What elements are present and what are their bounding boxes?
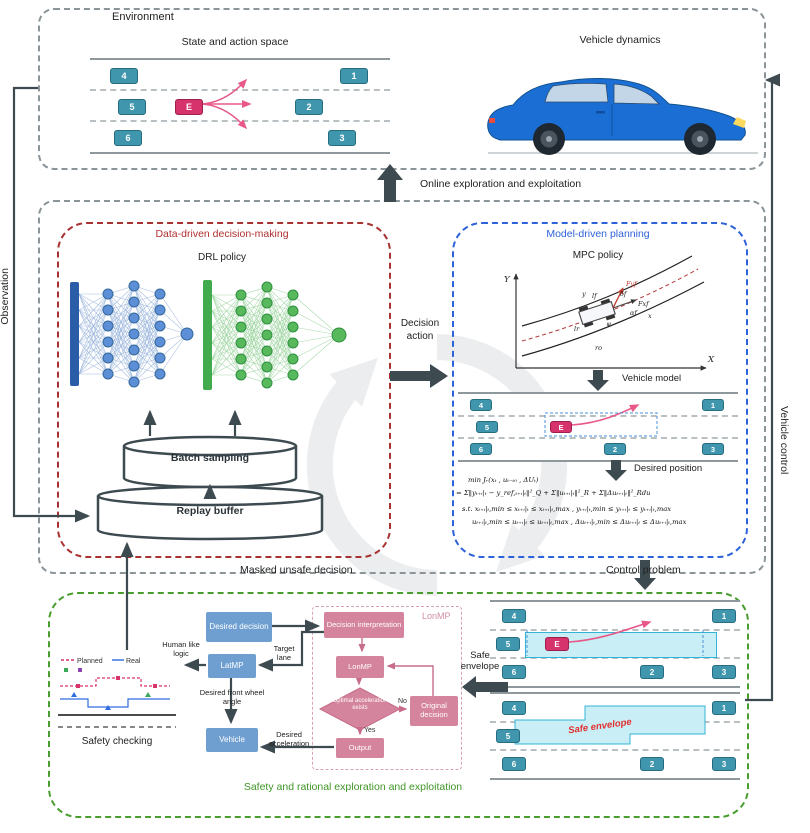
vehicle-4: 4 (110, 68, 138, 84)
state-action-title: State and action space (181, 36, 289, 48)
vehicle-5: 5 (118, 99, 146, 115)
lane-divider (90, 89, 390, 91)
safety-box (48, 592, 749, 818)
vehicle-4: 4 (470, 399, 492, 411)
masked-unsafe-label: Masked unsafe decision (240, 564, 353, 576)
control-problem-label: Control problem (606, 564, 681, 576)
vehicle-2: 2 (295, 99, 323, 115)
lane-divider (458, 415, 738, 417)
batch-sampling-label: Batch sampling (170, 452, 250, 464)
yes-label: Yes (364, 727, 376, 734)
human-like-logic-label: Human like logic (162, 640, 200, 658)
lane-divider (490, 629, 740, 631)
safe-envelope-scene-bottom: 4 1 5 6 2 3 Safe envelope (490, 692, 740, 780)
vehicle-5: 5 (496, 729, 520, 743)
latmp-box: LatMP (208, 654, 256, 678)
ego-vehicle: E (175, 99, 203, 115)
vehicle-4: 4 (502, 609, 526, 623)
lane-divider (490, 749, 740, 751)
environment-title: Environment (112, 11, 174, 23)
drl-policy-label: DRL policy (198, 252, 246, 263)
lonmp-node-box: LonMP (336, 656, 384, 678)
replay-buffer-label: Replay buffer (176, 505, 244, 517)
lane-divider (90, 120, 390, 122)
safe-envelope-scene-top: 4 1 5 E 6 2 3 (490, 600, 740, 688)
desired-acceleration-label: Desired acceleration (268, 730, 310, 748)
state-action-scene: 4 1 5 E 2 6 3 (90, 58, 390, 154)
vehicle-1: 1 (712, 701, 736, 715)
vehicle-6: 6 (114, 130, 142, 146)
ddm-title: Data-driven decision-making (155, 228, 289, 240)
lonmp-group-box (312, 606, 462, 770)
vehicle-2: 2 (640, 757, 664, 771)
vehicle-1: 1 (702, 399, 724, 411)
vehicle-6: 6 (470, 443, 492, 455)
ego-vehicle: E (545, 637, 569, 651)
vehicle-2: 2 (640, 665, 664, 679)
desired-position-label: Desired position (634, 463, 703, 474)
mpc-formula-3: s.t. xₜ₊ᵢ|ₜ,min ≤ xₜ₊ᵢ|ₜ ≤ xₜ₊ᵢ|ₜ,max , … (462, 505, 672, 513)
mpc-formula-1: min Jᵣ(xₜ , uₜ₋ₜ₀ , ΔUₜ) (468, 476, 539, 484)
vehicle-1: 1 (340, 68, 368, 84)
mpc-policy-label: MPC policy (572, 250, 624, 261)
lane-divider (458, 437, 738, 439)
vehicle-model-scene: 4 1 5 E 6 2 3 (458, 392, 738, 462)
safe-envelope-side-label: Safe envelope (460, 650, 500, 673)
vehicle-5: 5 (496, 637, 520, 651)
safety-title: Safety and rational exploration and expl… (243, 781, 463, 793)
vehicle-3: 3 (702, 443, 724, 455)
vehicle-3: 3 (712, 665, 736, 679)
lane-divider (490, 657, 740, 659)
vehicle-6: 6 (502, 665, 526, 679)
vehicle-2: 2 (604, 443, 626, 455)
target-lane-label: Target lane (273, 644, 295, 662)
mdp-title: Model-driven planning (546, 228, 650, 240)
output-box: Output (336, 738, 384, 758)
decision-interpretation-box: Decision interpretation (324, 612, 404, 638)
mpc-formula-2: = Σ‖yₜ₊ᵢ|ₜ − y_ref,ₜ₊ᵢ|ₜ‖²_Q + Σ‖uₜ₊ᵢ|ₜ‖… (456, 489, 651, 497)
vehicle-box: Vehicle (206, 728, 258, 752)
mpc-formula-4: uₜ₊ᵢ|ₜ,min ≤ uₜ₊ᵢ|ₜ ≤ uₜ₊ᵢ|ₜ,max , Δuₜ₊ᵢ… (472, 518, 687, 526)
observation-label: Observation (0, 268, 11, 325)
safe-envelope-region-stepped (514, 705, 706, 745)
no-label: No (398, 698, 407, 705)
vehicle-3: 3 (328, 130, 356, 146)
vehicle-4: 4 (502, 701, 526, 715)
original-decision-box: Original decision (410, 696, 458, 726)
vehicle-5: 5 (476, 421, 498, 433)
lonmp-group-label: LonMP (422, 611, 451, 621)
safety-checking-label: Safety checking (81, 736, 153, 747)
vehicle-model-label: Vehicle model (622, 373, 682, 384)
decision-action-label: Decision action (400, 318, 440, 342)
vehicle-1: 1 (712, 609, 736, 623)
vehicle-6: 6 (502, 757, 526, 771)
vehicle-control-label: Vehicle control (778, 406, 790, 475)
optimal-check-label: Optimal acceleration exists (332, 698, 388, 712)
vehicle-dynamics-title: Vehicle dynamics (579, 34, 661, 46)
desired-decision-box: Desired decision (206, 612, 272, 642)
online-exploration-label: Online exploration and exploitation (420, 178, 582, 190)
vehicle-3: 3 (712, 757, 736, 771)
desired-front-wheel-angle-label: Desired front wheel angle (199, 688, 265, 706)
ego-vehicle: E (550, 421, 572, 433)
